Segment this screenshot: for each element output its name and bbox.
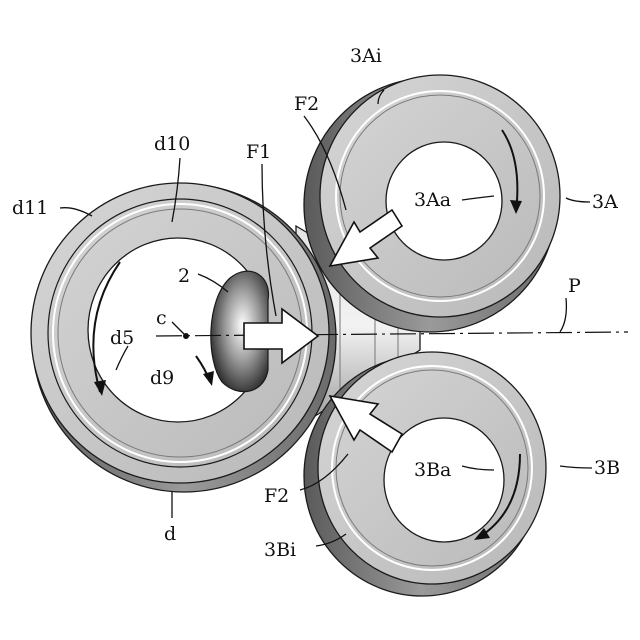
- label-3Ai: 3Ai: [350, 45, 382, 67]
- label-3Bi: 3Bi: [264, 539, 296, 561]
- label-d10: d10: [154, 133, 190, 155]
- label-2: 2: [178, 265, 190, 287]
- label-d5: d5: [110, 327, 134, 349]
- label-d9: d9: [150, 367, 174, 389]
- label-d11: d11: [12, 197, 48, 219]
- label-F2-top: F2: [294, 93, 319, 115]
- label-3Aa: 3Aa: [414, 189, 451, 211]
- label-F1: F1: [246, 141, 271, 163]
- label-3A: 3A: [592, 191, 618, 213]
- label-F2-bottom: F2: [264, 485, 289, 507]
- label-c: c: [156, 307, 167, 329]
- label-3B: 3B: [594, 457, 620, 479]
- label-d: d: [164, 523, 176, 545]
- label-P: P: [568, 275, 581, 297]
- label-3Ba: 3Ba: [414, 459, 451, 481]
